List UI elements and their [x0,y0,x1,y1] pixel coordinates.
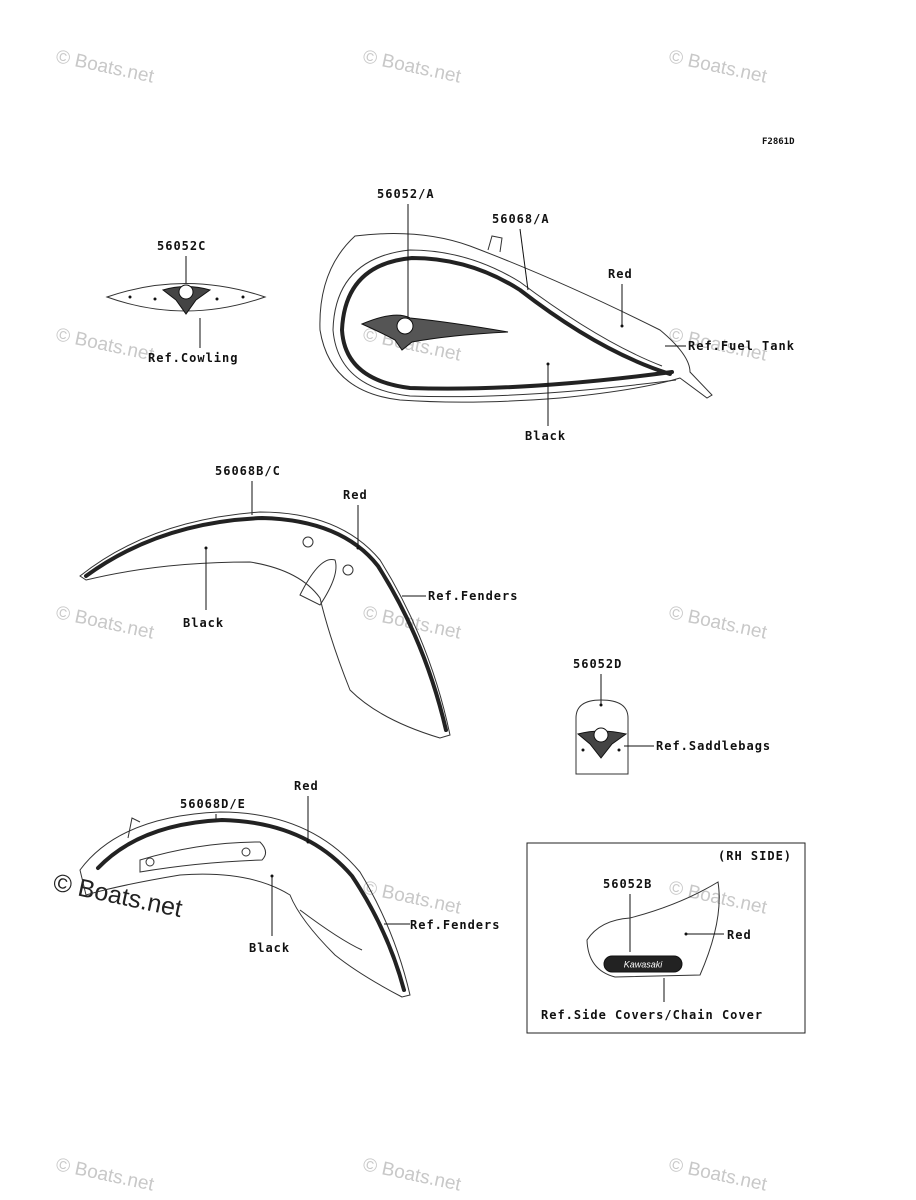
bolt-hole [302,536,314,548]
front-fender-part-number: 56068B/C [215,464,281,478]
tank-stripe-edge [332,249,677,398]
watermark: © Boats.net [361,877,463,918]
watermark: © Boats.net [667,1154,769,1195]
saddlebag-part-number: 56052D [573,657,622,671]
watermark: © Boats.net [54,602,156,643]
side-cover-part-number: 56052B [603,877,652,891]
mount-hole [153,297,157,301]
mount-hole [128,295,132,299]
saddlebag-emblem-icon [576,730,628,759]
tank-emblem-part-number: 56052/A [377,187,435,201]
saddlebag-group: 56052D Ref.Saddlebags [573,657,771,775]
rear-fender-part-number: 56068D/E [180,797,246,811]
tank-ref-label: Ref.Fuel Tank [688,339,795,353]
watermark: © Boats.net [54,1154,156,1195]
tank-red-label: Red [608,267,633,281]
bolt-hole [342,564,354,576]
front-fender-outline [79,511,451,739]
side-cover-ref-label: Ref.Side Covers/Chain Cover [541,1008,763,1022]
figure-code: F2861D [762,137,795,147]
leader-line [519,228,529,291]
watermark: © Boats.net [54,46,156,87]
front-fender-red-label: Red [343,488,368,502]
watermark: © Boats.net [54,324,156,365]
rear-fender-red-label: Red [294,779,319,793]
leader-dot [306,840,310,844]
watermark: © Boats.net [361,602,463,643]
fender-tab [127,817,141,839]
leader-dot [356,546,360,550]
kawasaki-badge [603,955,683,973]
front-fender-stripe [84,515,448,732]
emblem-badge-icon [593,727,609,743]
side-cover-outline [586,881,720,978]
tank-black-label: Black [525,429,566,443]
leader-dot [620,324,624,328]
mount-hole [617,748,621,752]
emblem-badge-icon [178,284,194,300]
fender-cutout [299,558,337,606]
watermark: © Boats.net [361,1154,463,1195]
side-cover-group: (RH SIDE) 56052B Kawasaki Red Ref.Side C… [526,842,806,1034]
fender-plate [139,841,266,873]
fuel-tank-outline [319,233,713,403]
side-cover-frame [526,842,806,1034]
emblem-icon [161,286,212,315]
watermark: © Boats.net [667,46,769,87]
mount-hole [581,748,585,752]
kawasaki-badge-text: Kawasaki [624,960,664,970]
emblem-badge-icon [396,317,414,335]
filler-cap [487,235,503,253]
fuel-tank-group: 56052/A 56068/A Red Ref.Fuel Tank Black [319,187,795,443]
bolt-hole [241,847,251,857]
tank-stripe-part-number: 56068/A [492,212,550,226]
side-cover-red-label: Red [727,928,752,942]
rear-fender-group: 56068D/E Red Ref.Fenders Black [79,779,500,998]
front-fender-black-label: Black [183,616,224,630]
rear-fender-outline [79,811,411,998]
mount-hole [215,297,219,301]
mount-hole [241,295,245,299]
front-fender-group: 56068B/C Red Ref.Fenders Black [79,464,518,739]
rear-fender-black-label: Black [249,941,290,955]
rear-fender-stripe [96,817,406,992]
watermark: © Boats.net [361,46,463,87]
cowling-part-number: 56052C [157,239,206,253]
saddlebag-outline [575,699,629,775]
bolt-hole [145,857,155,867]
leader-dot [599,703,603,707]
front-fender-ref-label: Ref.Fenders [428,589,518,603]
fender-edge [299,909,363,951]
watermark-dark: © Boats.net [51,868,185,923]
watermark: © Boats.net [667,602,769,643]
side-cover-side-label: (RH SIDE) [718,849,792,863]
cowling-panel-outline [105,283,267,312]
cowling-ref-label: Ref.Cowling [148,351,238,365]
cowling-emblem-group: 56052C Ref.Cowling [105,239,267,365]
tank-stripe [339,255,674,391]
rear-fender-ref-label: Ref.Fenders [410,918,500,932]
saddlebag-ref-label: Ref.Saddlebags [656,739,771,753]
